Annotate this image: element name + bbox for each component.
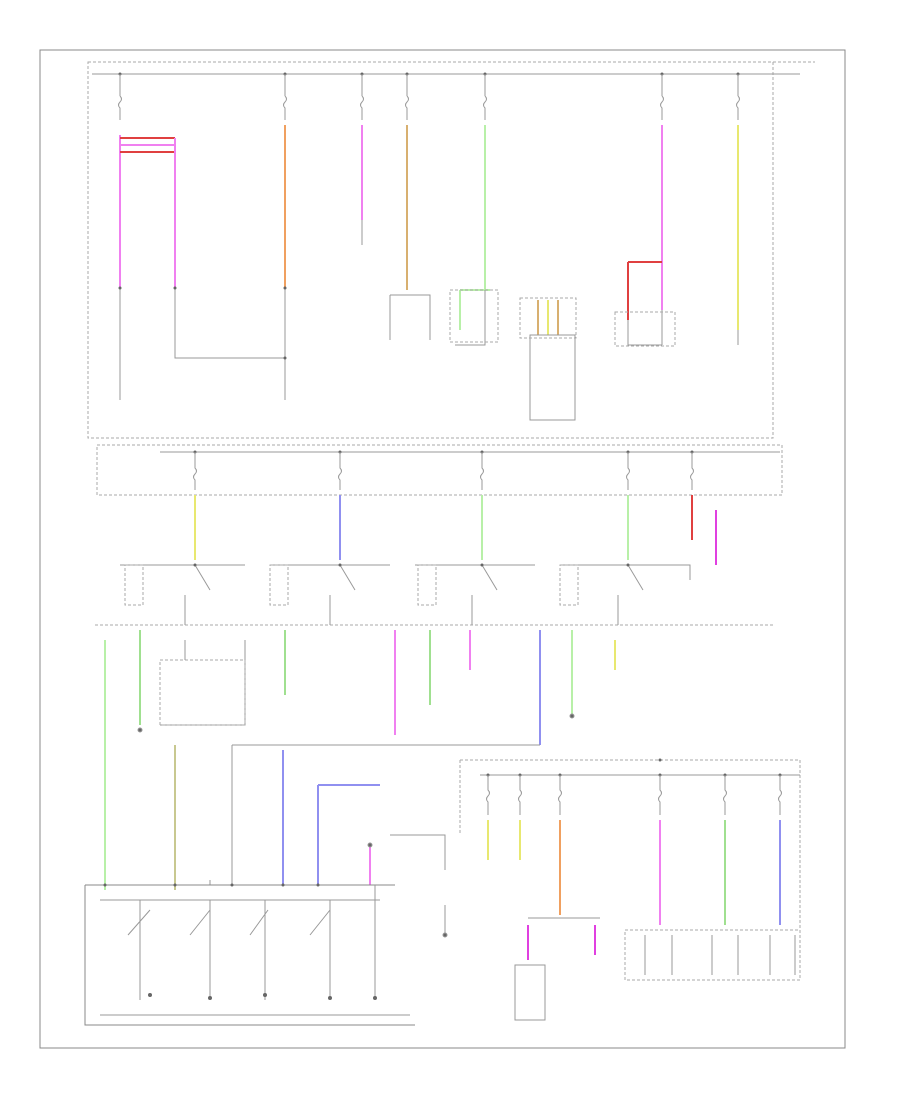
lower-right-fuses [486,775,782,815]
lower-right-box [459,758,801,975]
relay-output-wires [104,630,616,890]
lower-right-gray [514,917,801,1021]
lower-right-colored-wires [487,820,781,960]
top-components [118,286,676,360]
top-fuses [118,74,740,120]
top-fuse-box [87,61,815,439]
top-gray-wiring [119,220,739,421]
relay-gray-wiring [137,640,575,938]
relay-box [95,563,775,626]
middle-fuse-box [96,444,783,496]
middle-fuses [193,452,694,490]
bottom-switch-pack [84,883,415,1026]
middle-colored-wires [194,495,717,565]
outer-frame [39,49,846,1049]
top-colored-wires [119,125,739,335]
